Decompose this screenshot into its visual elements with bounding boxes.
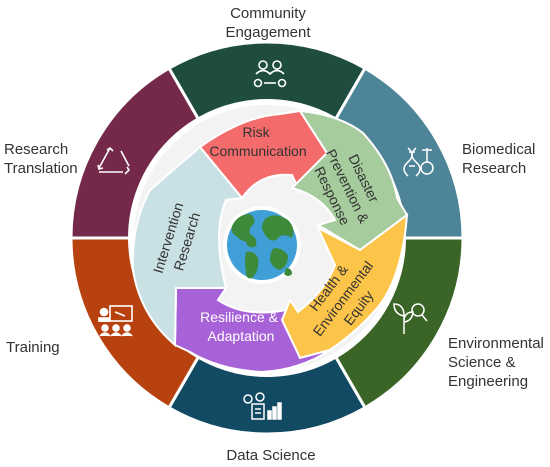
label-community-engagement: Community Engagement (225, 5, 311, 41)
arrow-resilience-adaptation (173, 287, 331, 374)
globe-icon (223, 206, 301, 284)
recycle-icon (97, 146, 131, 175)
arrow-health-equity (280, 212, 409, 360)
arrow-intervention-research (131, 145, 244, 348)
label-environmental-science: Environmental Science & Engineering (448, 335, 544, 390)
data-chart-icon (243, 392, 282, 420)
inner-arrows (131, 109, 409, 374)
label-research-translation: Research Translation (4, 141, 78, 177)
arrow-disaster-prevention (290, 109, 409, 252)
label-resilience-adaptation: Resilience & Adaptation (200, 309, 282, 344)
dna-microscope-icon (403, 147, 434, 177)
plant-magnifier-icon (393, 303, 428, 334)
label-data-science: Data Science (226, 447, 316, 464)
label-biomedical-research: Biomedical Research (462, 141, 536, 177)
label-training: Training (6, 339, 60, 356)
label-risk-communication: Risk Communication (209, 124, 306, 159)
presentation-icon (98, 305, 133, 337)
people-network-icon (253, 60, 287, 88)
